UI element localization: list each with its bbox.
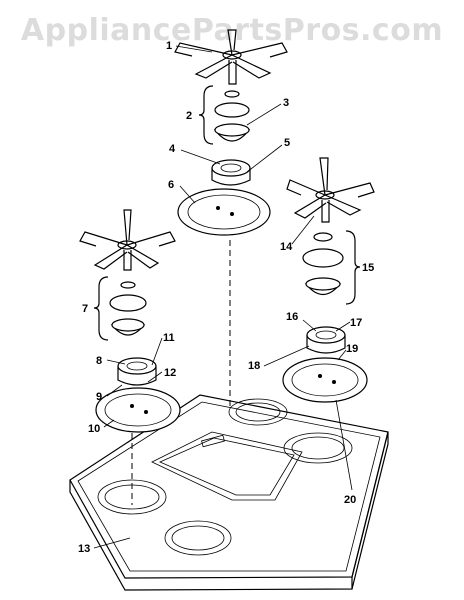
burner-head-8-11 [117, 357, 157, 386]
grate-1 [174, 29, 288, 85]
part-label-4: 4 [169, 143, 176, 155]
part-label-19: 19 [346, 343, 358, 355]
grate-left [79, 209, 176, 271]
part-label-20: 20 [344, 494, 356, 506]
part-label-6: 6 [168, 179, 174, 191]
bracket-7 [93, 276, 109, 341]
part-label-15: 15 [362, 262, 374, 274]
part-label-17: 17 [350, 317, 362, 329]
burner-head-16-19 [306, 326, 346, 354]
burner-cap-15 [302, 232, 344, 296]
cooktop-top [69, 394, 389, 591]
part-label-7: 7 [82, 303, 88, 315]
part-label-12: 12 [164, 367, 176, 379]
drip-bowl-10 [95, 387, 181, 433]
burner-cap-7 [109, 281, 147, 336]
leader-lines [93, 45, 353, 549]
bracket-2 [198, 85, 214, 145]
drip-bowl-20 [282, 357, 368, 403]
part-label-14: 14 [280, 241, 293, 253]
burner-cap-2 [213, 90, 251, 142]
part-label-9: 9 [96, 391, 102, 403]
part-label-10: 10 [88, 423, 100, 435]
bracket-15 [345, 230, 361, 305]
part-label-18: 18 [248, 360, 260, 372]
grate-14 [286, 157, 375, 223]
part-label-8: 8 [96, 355, 102, 367]
part-label-2: 2 [186, 110, 192, 122]
part-label-13: 13 [78, 543, 90, 555]
part-label-3: 3 [283, 97, 289, 109]
burner-head-4-5 [211, 159, 251, 186]
part-label-5: 5 [284, 137, 290, 149]
part-label-11: 11 [163, 332, 175, 344]
part-label-16: 16 [286, 311, 298, 323]
drip-bowl-6 [177, 188, 271, 236]
part-label-1: 1 [166, 40, 172, 52]
